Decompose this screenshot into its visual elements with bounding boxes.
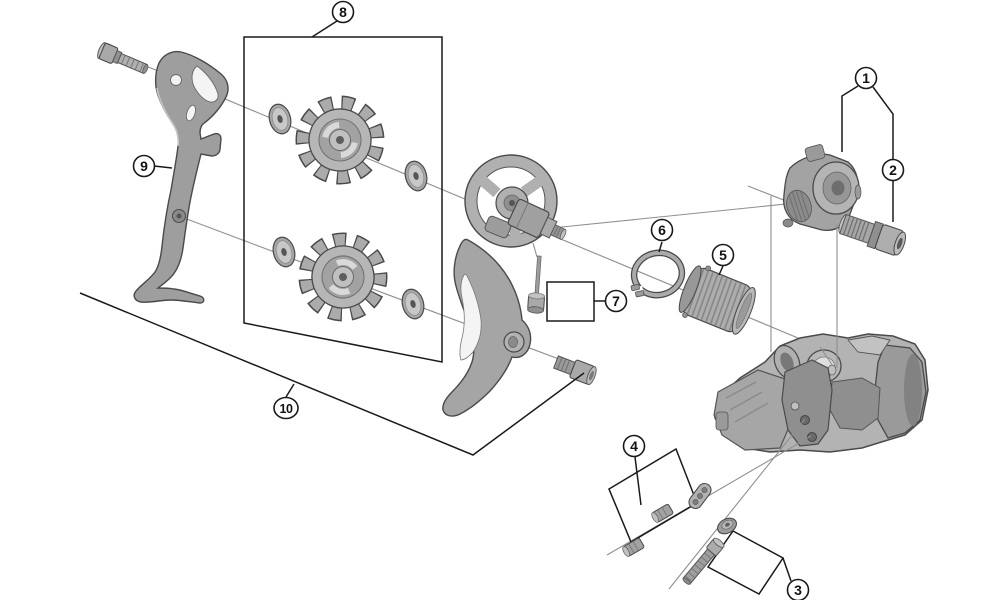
plate-top-hole [170, 74, 182, 86]
callout-3-leader [782, 557, 792, 582]
guide-pulley [295, 95, 385, 185]
callout-4: 4 [622, 434, 646, 458]
callout-7-label: 7 [612, 293, 620, 309]
derailleur-body [713, 333, 929, 453]
callout-1: 1 [854, 66, 878, 90]
adjuster-barrel-bolt [838, 213, 907, 256]
callout-6-label: 6 [658, 222, 666, 238]
clutch-unit [782, 144, 862, 232]
cage-fixing-bolt [553, 355, 597, 386]
mount-bolt [682, 537, 725, 585]
bracket-screw-hole-2 [807, 432, 817, 442]
pulley-washer-2 [404, 160, 428, 192]
inner-cage-plate [133, 50, 229, 304]
stop-bolt [527, 255, 545, 314]
body-saddle [829, 377, 881, 431]
callout-9-label: 9 [140, 158, 148, 174]
callout-5-leader [718, 265, 724, 276]
callout-6: 6 [650, 218, 674, 242]
tension-spring [678, 265, 756, 335]
callout-box-8 [243, 36, 443, 363]
outer-plate-cutout [459, 273, 482, 361]
cap-washer [717, 517, 737, 535]
callout-10: 10 [273, 396, 299, 420]
callout-geometry [79, 20, 894, 456]
callout-4-leader [634, 456, 642, 506]
callout-10-bracket [79, 292, 585, 456]
callout-9: 9 [132, 154, 156, 178]
callout-6-leader [658, 241, 663, 253]
limit-screw-1 [651, 503, 674, 523]
callout-10-leader [285, 383, 295, 398]
pulley-washer-3 [272, 236, 296, 268]
pulley-axle-bolt [97, 42, 149, 75]
main-axis-tail [819, 346, 834, 367]
pulley-washer-4 [401, 288, 425, 320]
pulley-washer-1 [268, 103, 292, 135]
callout-10-label: 10 [280, 402, 293, 416]
callout-2-label: 2 [889, 162, 897, 178]
outer-cage-plate-assembly [442, 154, 567, 417]
body-bracket-plate [781, 359, 833, 447]
callout-5-label: 5 [719, 247, 727, 263]
tension-pulley [298, 232, 388, 322]
callout-box-7 [546, 281, 595, 322]
callout-8-label: 8 [339, 4, 347, 20]
clamp-band-ring [630, 249, 686, 299]
link-plate [688, 482, 712, 510]
callout-7: 7 [604, 289, 628, 313]
callout-9-leader [153, 165, 173, 169]
outer-plate-arm [442, 238, 532, 417]
callout-8: 8 [331, 0, 355, 24]
plate-slot-cutout [191, 65, 219, 103]
axle-to-unit-line [551, 202, 797, 229]
callout-5: 5 [711, 243, 735, 267]
limit-screw-2 [622, 537, 645, 557]
callout-1-bracket-left [841, 85, 859, 152]
clutch-ribbed-cam [786, 189, 812, 223]
axle-bushing [484, 215, 512, 239]
body-motor-block [713, 369, 793, 451]
callout-1-label: 1 [862, 70, 870, 86]
callout-1-bracket-right [872, 86, 894, 159]
plate-lower-cutout [186, 104, 196, 122]
callout-8-leader [311, 20, 338, 38]
callout-3: 3 [786, 578, 810, 600]
callout-4-label: 4 [630, 438, 638, 454]
mount-bolt-line [668, 418, 806, 590]
cage-axle-unit [507, 198, 567, 240]
stop-bolt-stub-line [532, 242, 538, 258]
callout-2: 2 [881, 158, 905, 182]
callout-3-label: 3 [794, 582, 802, 598]
